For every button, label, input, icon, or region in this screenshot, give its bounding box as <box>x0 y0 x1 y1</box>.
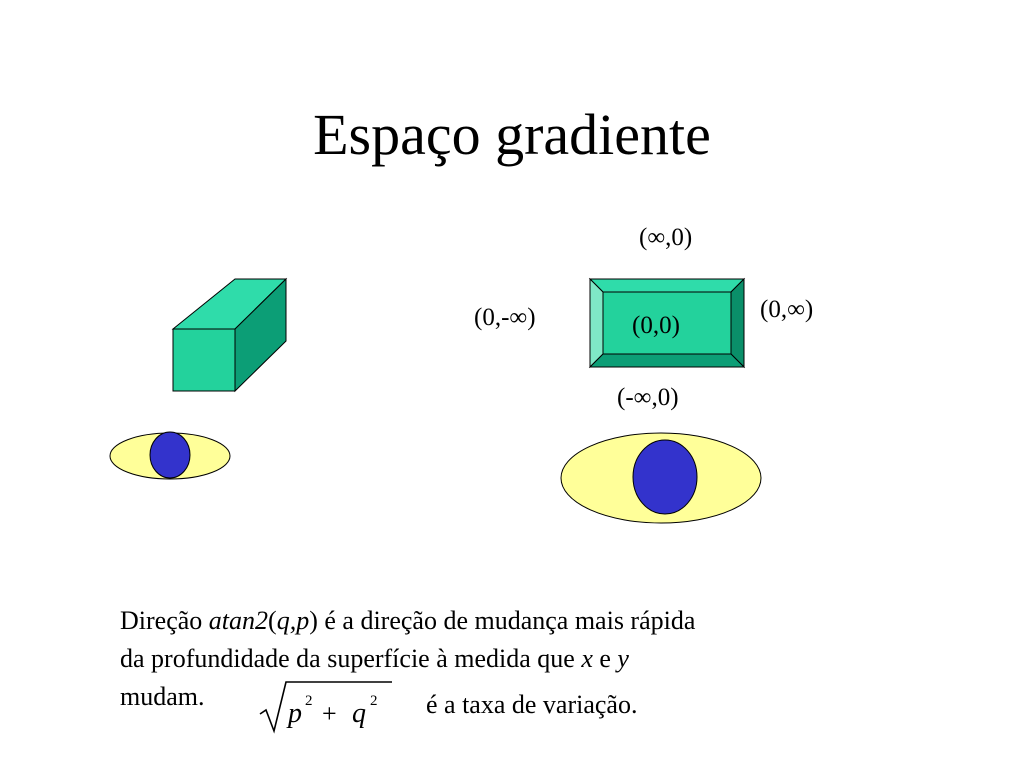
caption-line-1: Direção atan2(q,p) é a direção de mudanç… <box>120 602 900 640</box>
label-right: (0,∞) <box>760 296 814 323</box>
caption-tail: é a taxa de variação. <box>426 690 638 719</box>
formula-p: p <box>286 698 302 729</box>
caption-text-segment: e <box>592 644 618 673</box>
small-eye-pupil <box>149 431 191 479</box>
slide-title: Espaço gradiente <box>313 102 711 167</box>
sqrt-radical-sign <box>259 681 392 734</box>
bevel-right <box>730 277 745 369</box>
variable-y: y <box>617 644 629 673</box>
caption-line-3: mudam. <box>120 678 900 716</box>
large-eye <box>560 432 762 524</box>
caption-text: Direção atan2(q,p) é a direção de mudanç… <box>120 602 900 716</box>
formula-plus: + <box>322 699 337 728</box>
bevel-bottom <box>588 353 746 368</box>
label-bottom: (-∞,0) <box>617 384 679 411</box>
caption-text-segment: Direção <box>120 606 209 635</box>
label-left: (0,-∞) <box>474 304 536 331</box>
small-eye <box>109 431 231 480</box>
large-eye-pupil <box>632 439 698 515</box>
bevel-left <box>589 277 604 369</box>
box-3d <box>171 277 288 393</box>
label-center: (0,0) <box>632 312 680 339</box>
caption-text-segment: mudam. <box>120 682 205 711</box>
sqrt-formula: p 2 + q 2 <box>259 681 392 734</box>
atan2-function: atan2 <box>208 606 269 635</box>
bevel-box <box>588 277 746 369</box>
label-top: (∞,0) <box>639 224 693 251</box>
formula-exp-1: 2 <box>305 693 313 709</box>
formula-q: q <box>352 698 366 729</box>
formula-exp-2: 2 <box>370 693 378 709</box>
box-front-face <box>172 328 236 392</box>
bevel-inner-face <box>602 291 732 355</box>
caption-text-segment: é a direção de mudança mais rápida <box>317 606 696 635</box>
bevel-top <box>588 278 746 293</box>
paren-close: ) <box>309 606 318 635</box>
caption-text-segment: da profundidade da superfície à medida q… <box>120 644 582 673</box>
atan2-arguments: q,p <box>276 606 310 635</box>
paren-open: ( <box>268 606 277 635</box>
variable-x: x <box>581 644 593 673</box>
caption-line-2: da profundidade da superfície à medida q… <box>120 640 900 678</box>
